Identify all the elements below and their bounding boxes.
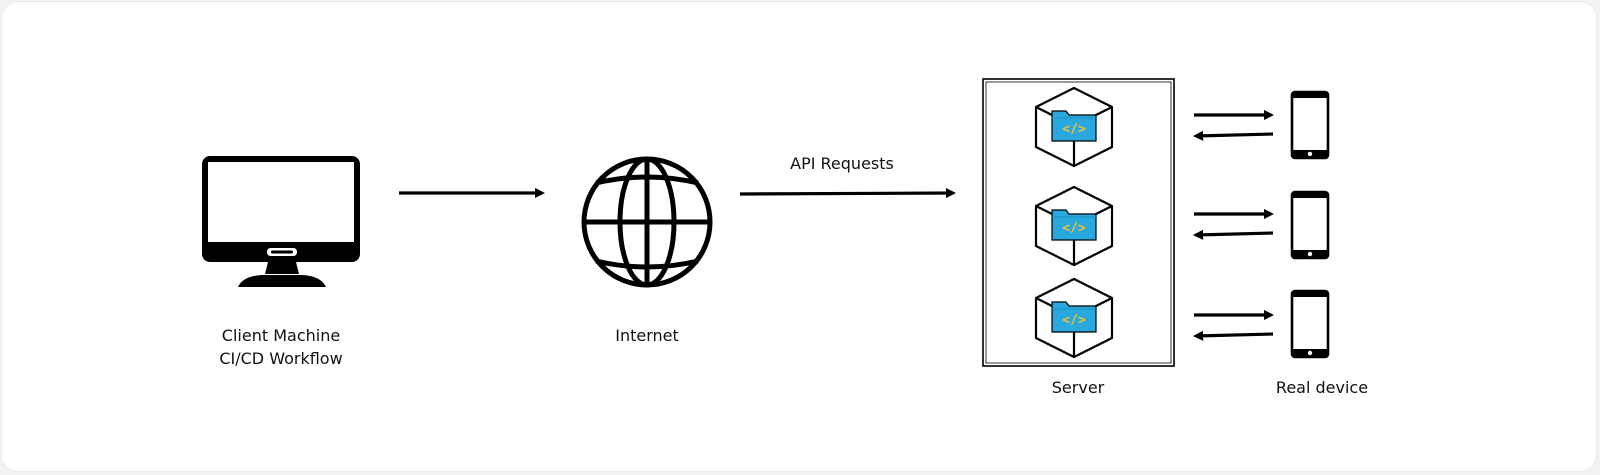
arrow-api-requests	[739, 187, 957, 199]
device-link-2	[1192, 208, 1275, 240]
client-label-line2: CI/CD Workflow	[219, 349, 343, 368]
internet-label: Internet	[615, 326, 679, 345]
client-label: Client Machine CI/CD Workflow	[201, 324, 361, 370]
smartphone-3-icon	[1290, 289, 1330, 359]
real-device-label: Real device	[1275, 378, 1369, 397]
smartphone-1-icon	[1290, 90, 1330, 160]
device-link-1	[1192, 109, 1275, 141]
desktop-monitor-icon	[202, 156, 360, 287]
device-link-3	[1192, 309, 1275, 341]
server-label: Server	[1051, 378, 1105, 397]
client-label-line1: Client Machine	[221, 326, 341, 345]
api-requests-label: API Requests	[790, 154, 894, 173]
globe-icon	[581, 156, 713, 288]
smartphone-2-icon	[1290, 190, 1330, 260]
